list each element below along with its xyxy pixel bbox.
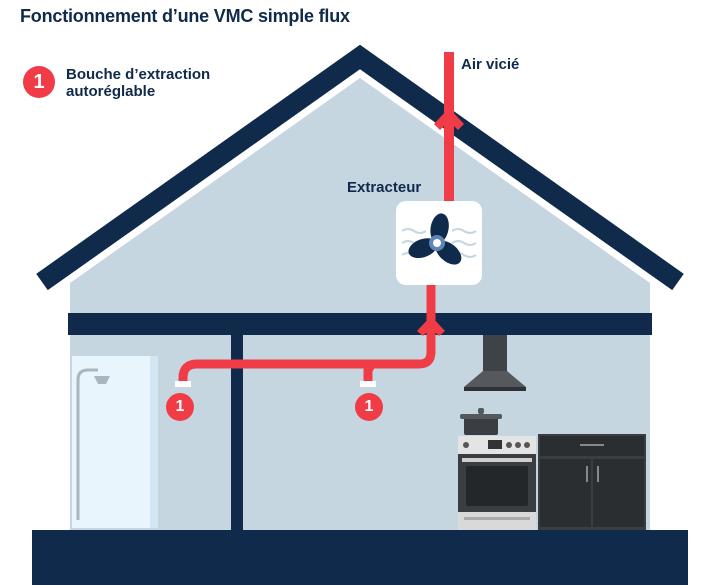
legend-marker: 1 [23,66,55,98]
cabinet-icon [538,434,646,530]
fan-icon [408,213,462,265]
legend-text: Bouche d’extraction autoréglable [66,66,211,100]
duct-outlet [175,381,191,387]
attic-floor-beam [68,313,652,335]
extraction-ducts [178,285,436,386]
oven-icon [458,436,536,530]
range-hood-icon [464,335,526,391]
duct-outlet [360,381,376,387]
house-interior [70,78,650,530]
vent-marker: 1 [355,393,383,421]
shower-icon [72,356,158,528]
extractor-unit [396,201,482,285]
interior-pillar [231,322,243,532]
extractor-label: Extracteur [347,179,422,196]
exhaust-air-label: Air vicié [461,56,520,73]
roof [36,44,684,291]
cooking-pot-icon [460,408,502,435]
vent-marker: 1 [166,393,194,421]
arrow-up-icon [434,108,464,130]
ground-floor [32,530,688,585]
arrow-up-icon [417,316,445,336]
exhaust-duct [434,52,464,204]
diagram-title: Fonctionnement d’une VMC simple flux [20,6,350,26]
